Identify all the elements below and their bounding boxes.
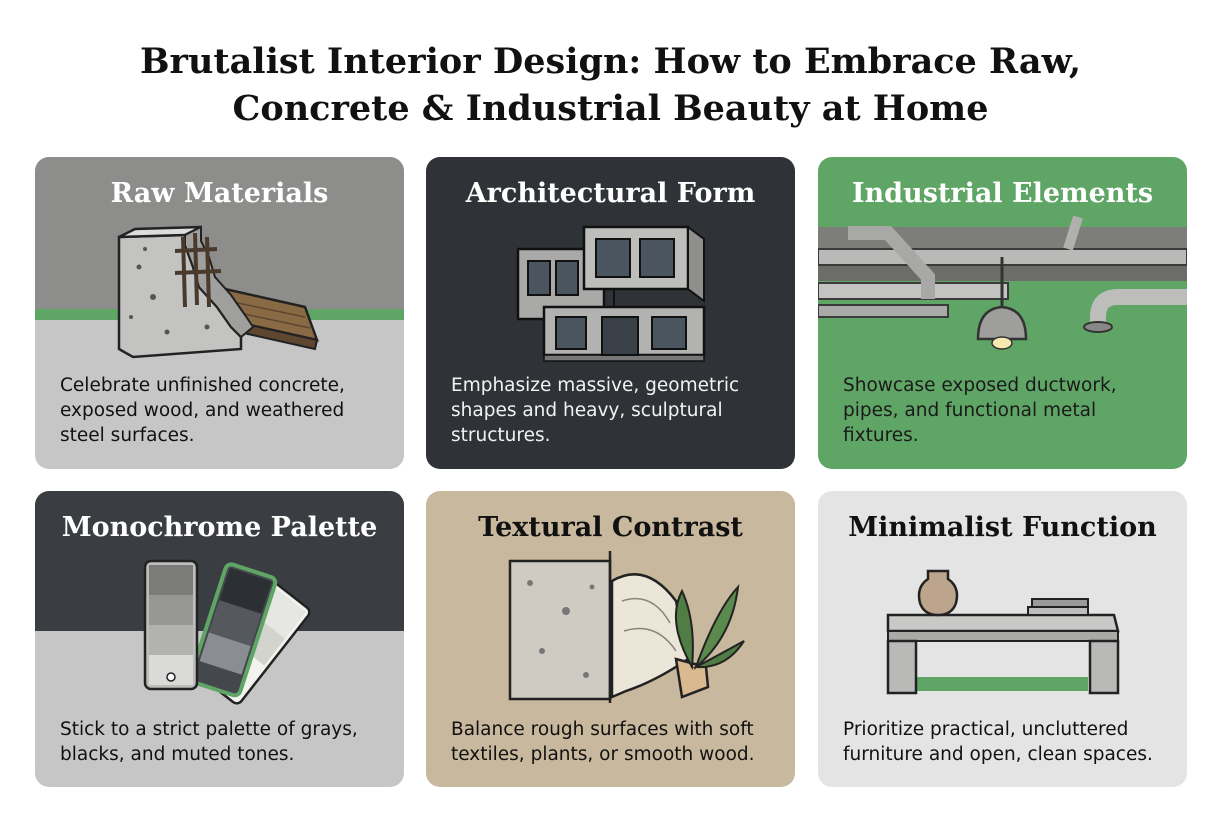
card-description: Stick to a strict palette of grays, blac… [60, 719, 358, 765]
card-description: Emphasize massive, geometric shapes and … [451, 375, 740, 446]
card-description: Prioritize practical, uncluttered furnit… [843, 719, 1153, 765]
card-title: Industrial Elements [851, 178, 1154, 209]
card-architectural-form: Architectural Form Emphasize massive, ge… [426, 157, 795, 469]
brutalist-building-icon [516, 225, 706, 362]
card-industrial-elements: Industrial Elements Showcase exposed duc… [818, 157, 1187, 469]
card-textural-contrast: Textural Contrast Balance rough surfaces… [426, 491, 795, 787]
concrete-wall-with-rebar-and-timber-icon [117, 225, 319, 359]
card-description: Showcase exposed ductwork, pipes, and fu… [843, 375, 1117, 446]
card-background [35, 491, 404, 787]
card-title: Minimalist Function [848, 512, 1157, 543]
page-title: Brutalist Interior Design: How to Embrac… [0, 38, 1221, 132]
pipes-and-pendant-lamp-icon [818, 215, 1187, 350]
card-title: Raw Materials [110, 178, 329, 209]
card-title: Textural Contrast [478, 512, 743, 543]
card-title: Architectural Form [465, 178, 756, 209]
card-background [35, 157, 404, 469]
card-title: Monochrome Palette [61, 512, 378, 543]
color-swatch-fan-icon [143, 559, 311, 705]
card-raw-materials: Raw Materials Celebrate unfinished concr… [35, 157, 404, 469]
page-title-line-2: Concrete & Industrial Beauty at Home [232, 88, 989, 129]
page-title-line-1: Brutalist Interior Design: How to Embrac… [139, 41, 1082, 82]
concrete-blanket-plant-icon [508, 551, 745, 703]
concrete-bench-with-vase-icon [886, 569, 1120, 695]
card-description: Balance rough surfaces with soft textile… [451, 719, 755, 765]
card-minimalist-function: Minimalist Function Prioritize practical… [818, 491, 1187, 787]
card-monochrome-palette: Monochrome Palette Stick to a strict pal… [35, 491, 404, 787]
card-description: Celebrate unfinished concrete, exposed w… [60, 375, 345, 446]
